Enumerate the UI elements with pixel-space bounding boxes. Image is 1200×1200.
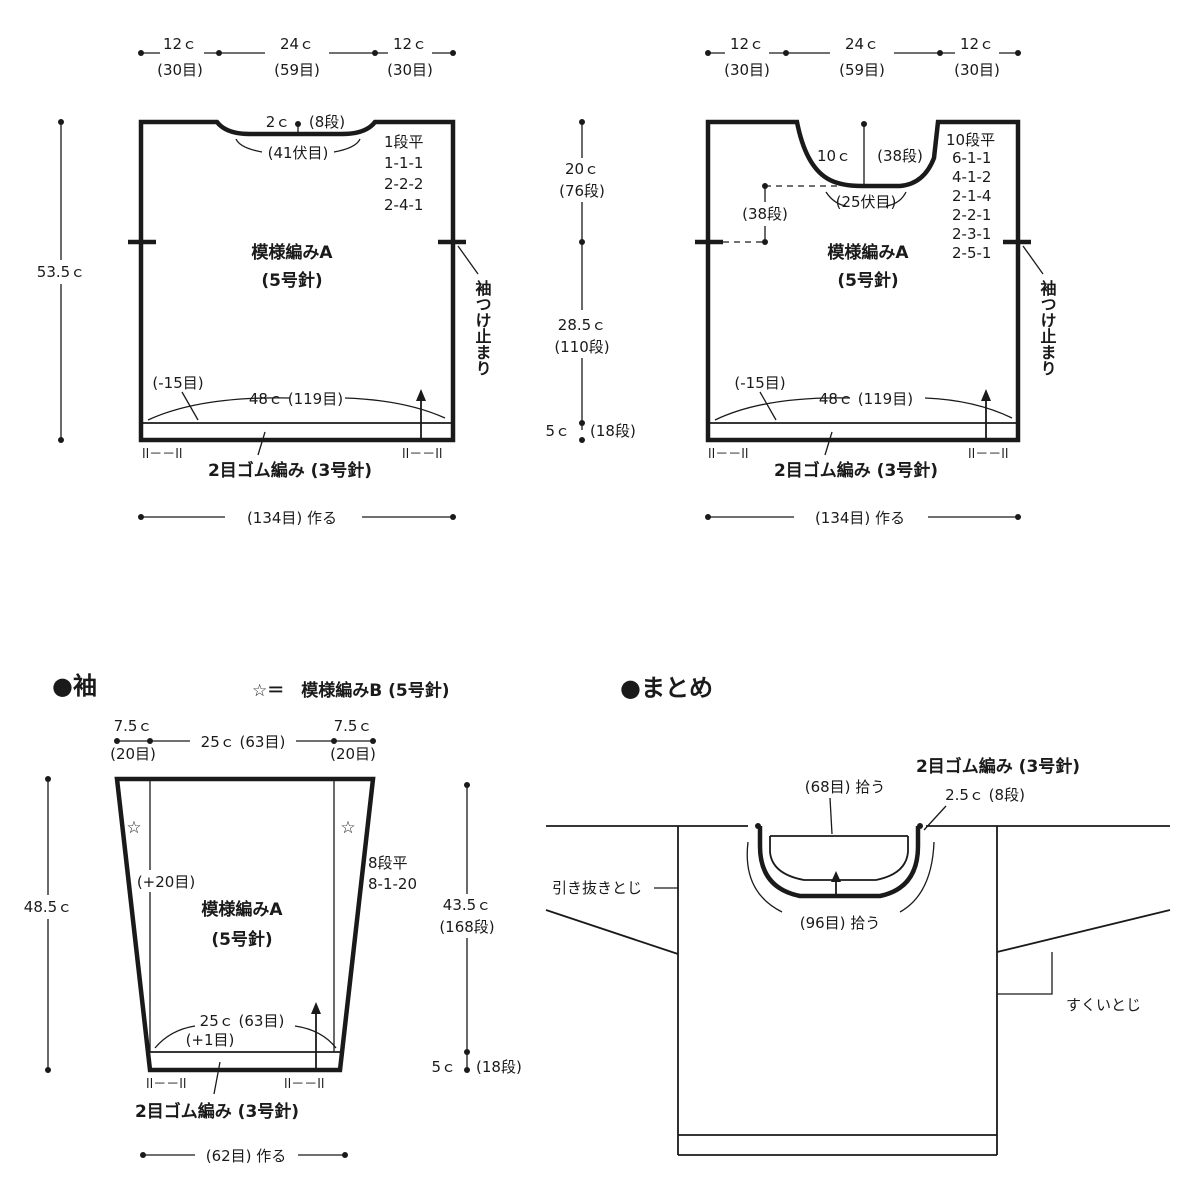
front-rib-symbol-left: ll－－ll bbox=[708, 447, 748, 462]
sleeve-rib-symbol-right: ll－－ll bbox=[284, 1077, 324, 1092]
back-neck-bindoff: (41伏目) bbox=[268, 144, 329, 162]
front-top-mid-width: 24ｃ bbox=[845, 35, 879, 53]
back-neck-depth: 2ｃ bbox=[266, 113, 291, 131]
sleeve-legend: ☆＝ 模様編みB (5号針) bbox=[252, 680, 449, 701]
front-needle-label: (5号針) bbox=[837, 270, 898, 291]
sleeve-diagram: ●袖 ☆＝ 模様編みB (5号針) 7.5ｃ (20目) 25ｃ (63目) 7… bbox=[16, 672, 522, 1165]
sleeve-width: 25ｃ (63目) bbox=[200, 1012, 285, 1030]
front-neck-depth: 10ｃ bbox=[817, 147, 851, 165]
front-middle-height: 28.5ｃ bbox=[558, 316, 606, 334]
front-body-diagram: 12ｃ (30目) 24ｃ (59目) 12ｃ (30目) 10ｃ (38段) … bbox=[545, 35, 1056, 527]
back-height: 53.5ｃ bbox=[37, 263, 85, 281]
pickup-back: (68目) 拾う bbox=[805, 778, 886, 796]
sleeve-title: ●袖 bbox=[52, 672, 97, 700]
back-top-right-width: 12ｃ bbox=[393, 35, 427, 53]
back-rib-symbol-right: ll－－ll bbox=[402, 447, 442, 462]
front-shaping-4: 2-1-4 bbox=[952, 187, 991, 205]
front-sleeve-mark: 袖つけ止まり bbox=[1038, 279, 1057, 376]
back-rib-symbol-left: ll－－ll bbox=[142, 447, 182, 462]
sleeve-height: 48.5ｃ bbox=[24, 898, 72, 916]
mattress-stitch-label: すくいとじ bbox=[1066, 996, 1141, 1014]
back-shaping-1: 1段平 bbox=[384, 133, 424, 151]
front-shaping-1: 10段平 bbox=[946, 131, 995, 149]
back-top-left-stitches: (30目) bbox=[157, 61, 203, 79]
sleeve-increase-bottom: (+1目) bbox=[186, 1031, 235, 1049]
front-top-right-stitches: (30目) bbox=[954, 61, 1000, 79]
front-shaping-6: 2-3-1 bbox=[952, 225, 991, 243]
front-cast-on: (134目) 作る bbox=[815, 509, 905, 527]
front-lower-rows: (18段) bbox=[590, 422, 636, 440]
front-shaping-5: 2-2-1 bbox=[952, 206, 991, 224]
sleeve-cuff-rows: (18段) bbox=[476, 1058, 522, 1076]
sleeve-pattern-label: 模様編みA bbox=[201, 899, 283, 920]
sleeve-cuff-length: 5ｃ bbox=[431, 1058, 456, 1076]
back-neck-rows: (8段) bbox=[309, 113, 345, 131]
sleeve-outline bbox=[114, 776, 376, 1073]
sleeve-shaping-1: 8段平 bbox=[368, 854, 408, 872]
sleeve-rib-symbol-left: ll－－ll bbox=[146, 1077, 186, 1092]
front-ribbing: 2目ゴム編み (3号針) bbox=[774, 460, 938, 481]
front-shaping-2: 6-1-1 bbox=[952, 149, 991, 167]
back-width: 48ｃ (119目) bbox=[249, 390, 343, 408]
sleeve-shaping-2: 8-1-20 bbox=[368, 875, 417, 893]
front-pattern-label: 模様編みA bbox=[827, 242, 909, 263]
front-shaping-7: 2-5-1 bbox=[952, 244, 991, 262]
finishing-diagram: ●まとめ 2目ゴム編み (3号針) (68目) 拾う 2.5ｃ (8段) (96… bbox=[545, 674, 1171, 1156]
back-top-mid-stitches: (59目) bbox=[274, 61, 320, 79]
front-middle-rows: (110段) bbox=[554, 338, 609, 356]
front-top-right-width: 12ｃ bbox=[960, 35, 994, 53]
back-body-diagram: 12ｃ (30目) 24ｃ (59目) 12ｃ (30目) 2ｃ (8段) (4… bbox=[30, 35, 492, 527]
sleeve-body-rows: (168段) bbox=[439, 918, 494, 936]
back-ribbing: 2目ゴム編み (3号針) bbox=[208, 460, 372, 481]
front-width: 48ｃ (119目) bbox=[819, 390, 913, 408]
back-cast-on: (134目) 作る bbox=[247, 509, 337, 527]
sleeve-top-right-stitches: (20目) bbox=[330, 745, 376, 763]
front-decrease: (-15目) bbox=[734, 374, 785, 392]
sleeve-top-right-width: 7.5ｃ bbox=[334, 717, 373, 735]
back-shaping-4: 2-4-1 bbox=[384, 196, 423, 214]
back-top-mid-width: 24ｃ bbox=[280, 35, 314, 53]
front-neck-bindoff: (25伏目) bbox=[836, 193, 897, 211]
sleeve-ribbing: 2目ゴム編み (3号針) bbox=[135, 1101, 299, 1122]
finish-title: ●まとめ bbox=[620, 674, 713, 702]
back-sleeve-mark: 袖つけ止まり bbox=[473, 279, 492, 376]
slip-stitch-label: 引き抜きとじ bbox=[552, 879, 642, 897]
sleeve-top-left-stitches: (20目) bbox=[110, 745, 156, 763]
front-shaping-3: 4-1-2 bbox=[952, 168, 991, 186]
band-height: 2.5ｃ (8段) bbox=[945, 786, 1025, 804]
pickup-front: (96目) 拾う bbox=[800, 914, 881, 932]
back-top-right-stitches: (30目) bbox=[387, 61, 433, 79]
back-pattern-label: 模様編みA bbox=[251, 242, 333, 263]
back-shaping-2: 1-1-1 bbox=[384, 154, 423, 172]
front-side-rows: (38段) bbox=[742, 205, 788, 223]
front-outline bbox=[705, 119, 1021, 443]
back-shaping-3: 2-2-2 bbox=[384, 175, 423, 193]
sleeve-cast-on: (62目) 作る bbox=[206, 1147, 287, 1165]
sleeve-star-left: ☆ bbox=[126, 818, 141, 838]
front-upper-rows: (76段) bbox=[559, 182, 605, 200]
finish-ribbing: 2目ゴム編み (3号針) bbox=[916, 756, 1080, 777]
sleeve-top-left-width: 7.5ｃ bbox=[114, 717, 153, 735]
front-lower-height: 5ｃ bbox=[545, 422, 570, 440]
sleeve-top-mid: 25ｃ (63目) bbox=[201, 733, 286, 751]
back-top-left-width: 12ｃ bbox=[163, 35, 197, 53]
back-outline bbox=[138, 119, 456, 443]
sleeve-star-right: ☆ bbox=[340, 818, 355, 838]
neckband bbox=[757, 826, 921, 899]
front-neck-rows: (38段) bbox=[877, 147, 923, 165]
back-needle-label: (5号針) bbox=[261, 270, 322, 291]
front-upper-height: 20ｃ bbox=[565, 160, 599, 178]
front-top-left-stitches: (30目) bbox=[724, 61, 770, 79]
front-top-left-width: 12ｃ bbox=[730, 35, 764, 53]
front-rib-symbol-right: ll－－ll bbox=[968, 447, 1008, 462]
sleeve-increase: (+20目) bbox=[137, 873, 195, 891]
back-decrease: (-15目) bbox=[152, 374, 203, 392]
sleeve-needle-label: (5号針) bbox=[211, 929, 272, 950]
front-top-mid-stitches: (59目) bbox=[839, 61, 885, 79]
sleeve-body-length: 43.5ｃ bbox=[443, 896, 491, 914]
